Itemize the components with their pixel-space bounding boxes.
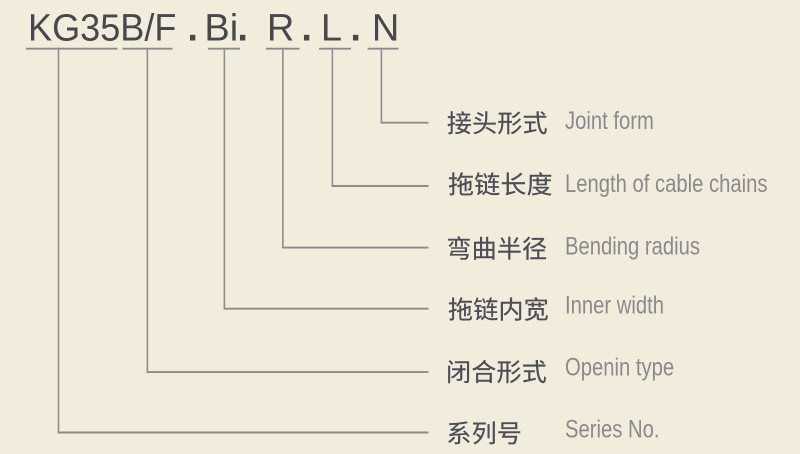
svg-text:.: .: [237, 7, 248, 49]
svg-text:Series No.: Series No.: [565, 414, 659, 443]
svg-text:L: L: [321, 7, 342, 49]
svg-text:Inner width: Inner width: [565, 291, 664, 320]
svg-text:R: R: [267, 7, 294, 49]
svg-text:Openin type: Openin type: [565, 353, 674, 382]
svg-text:.: .: [187, 7, 198, 49]
svg-text:KG35B/F: KG35B/F: [28, 5, 176, 48]
svg-text:N: N: [372, 7, 399, 49]
svg-text:.: .: [350, 7, 361, 49]
svg-text:Length of cable chains: Length of cable chains: [565, 169, 768, 198]
svg-text:Bending radius: Bending radius: [565, 232, 700, 261]
svg-text:Bi: Bi: [204, 7, 238, 49]
svg-text:.: .: [301, 7, 312, 49]
svg-text:Joint form: Joint form: [565, 106, 654, 135]
